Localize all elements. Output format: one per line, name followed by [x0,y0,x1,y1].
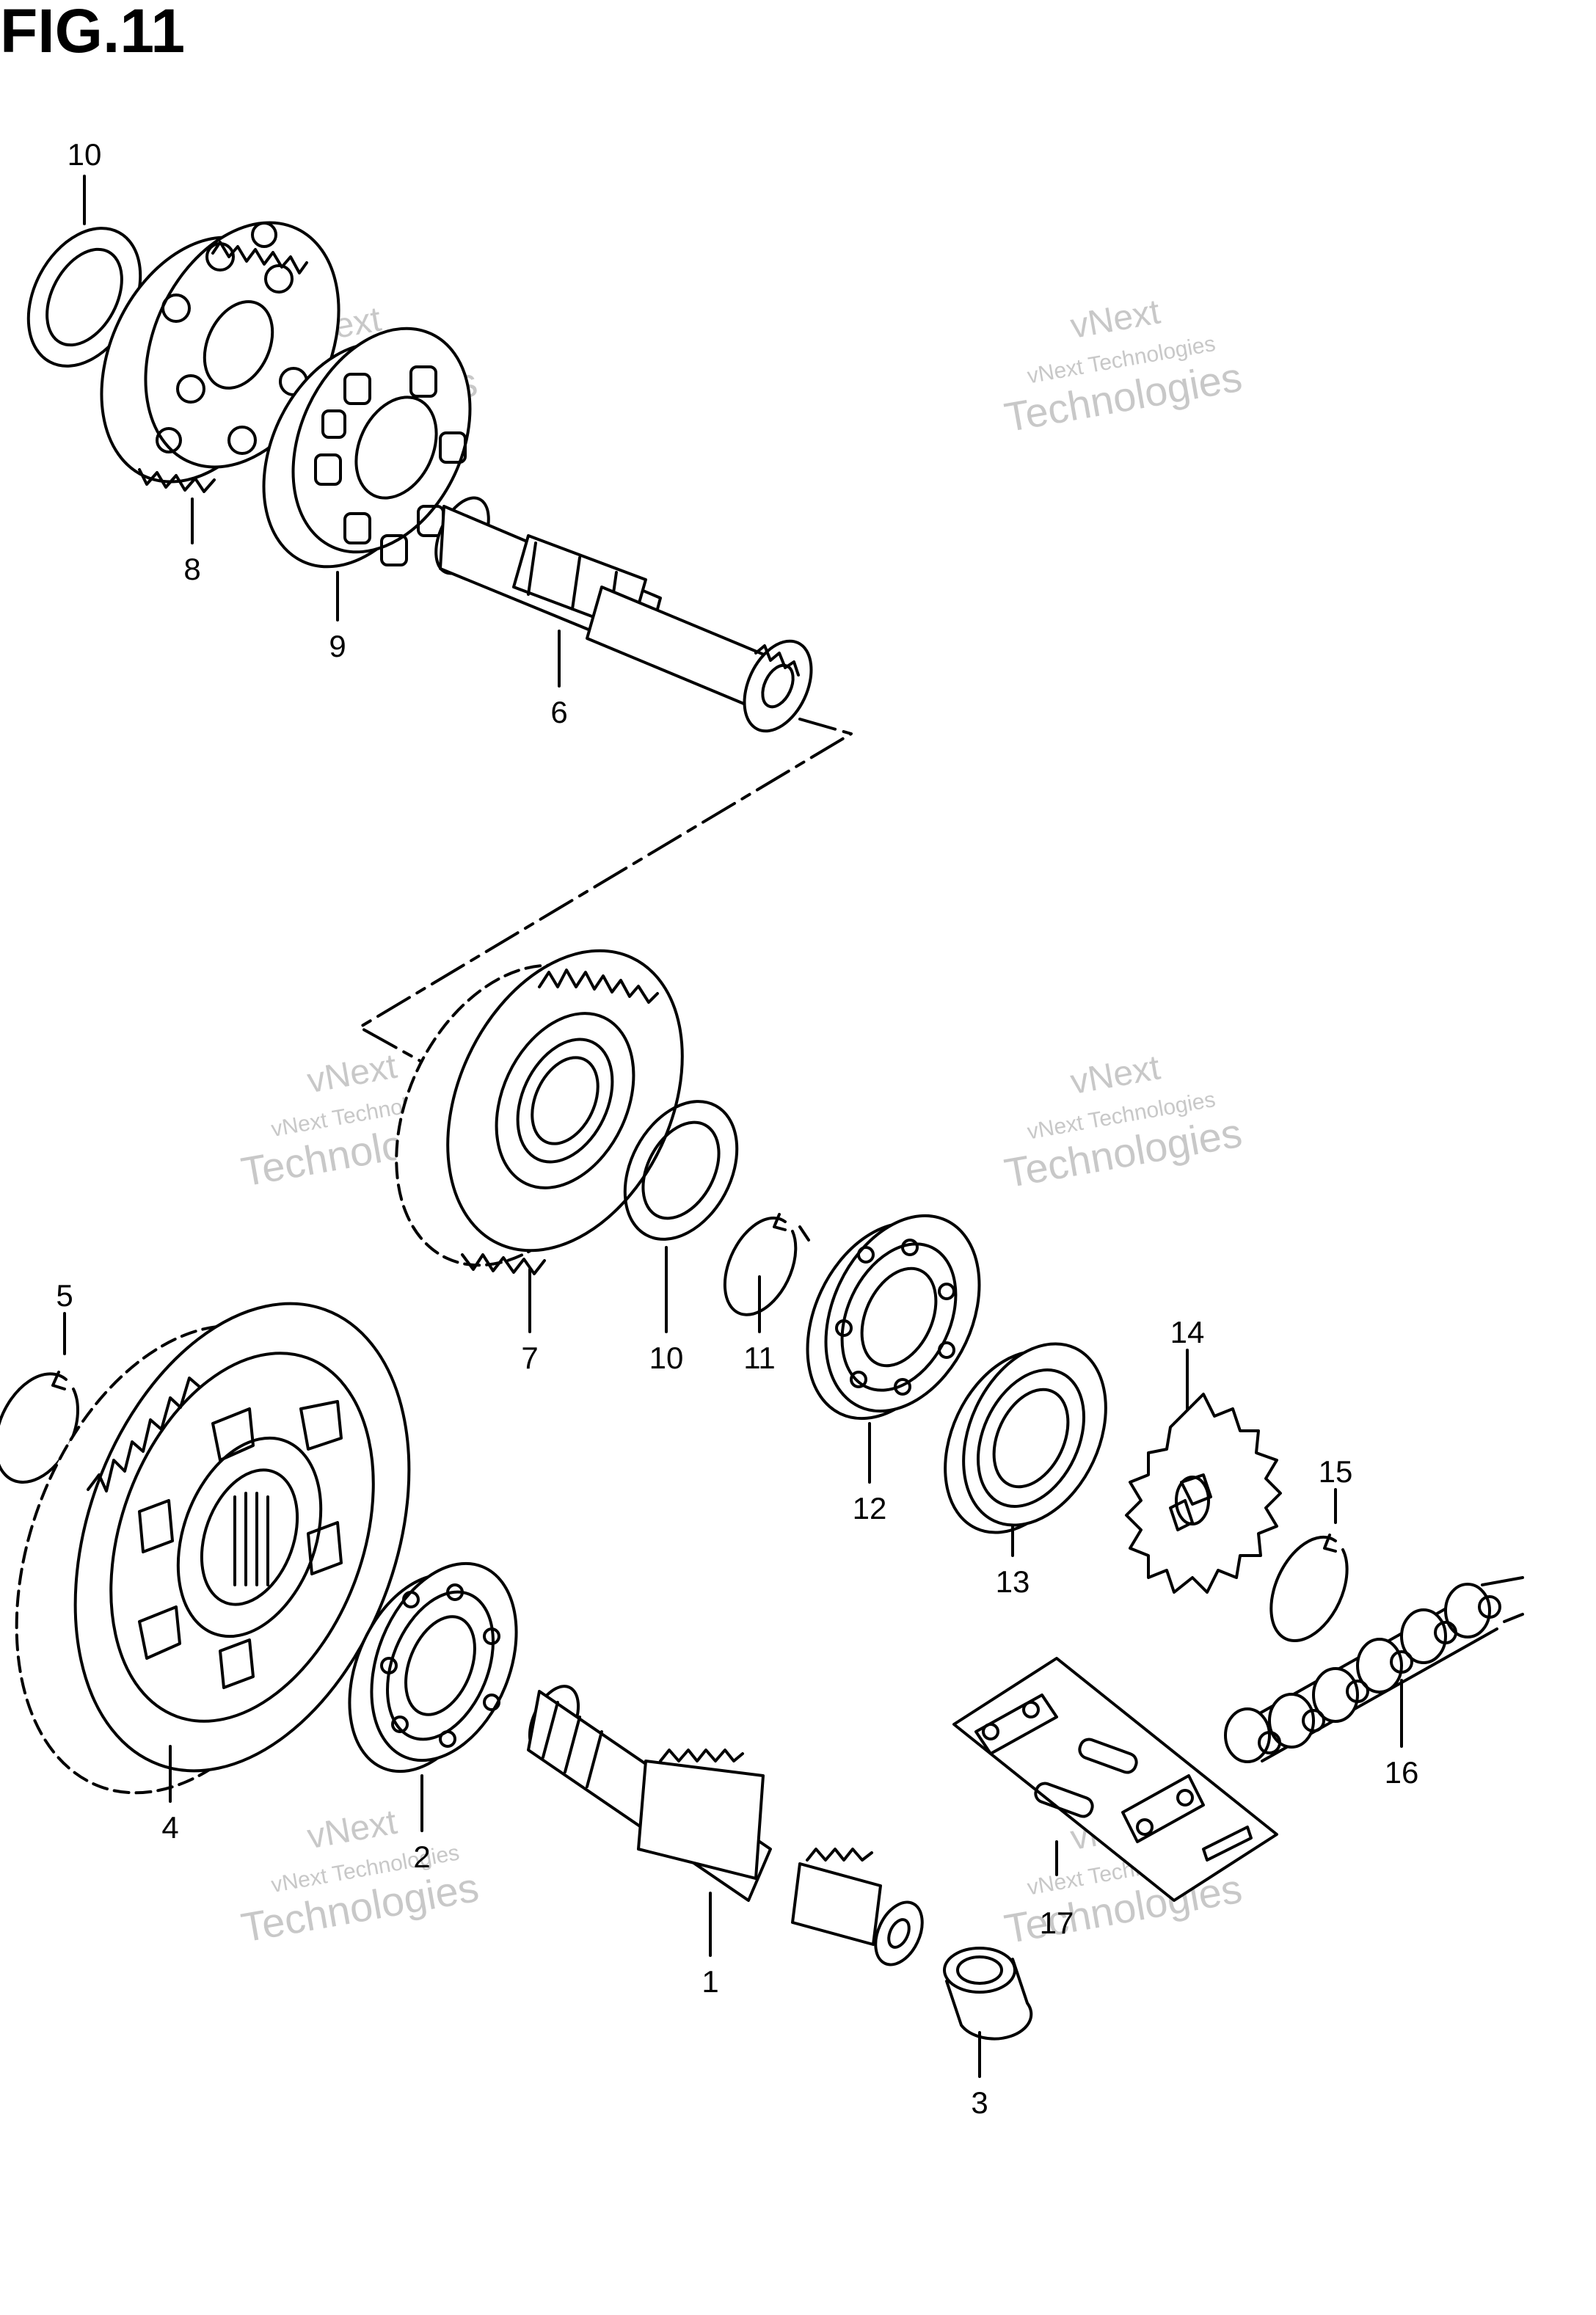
figure-title: FIG.11 [0,0,186,65]
driven-gear-part-4 [15,1302,411,1795]
callout-label: 16 [1385,1755,1419,1790]
callout-label: 2 [413,1840,430,1874]
svg-text:vNext: vNext [1068,293,1163,347]
watermark-mid-right: vNext vNext Technologies Technologies [1001,1049,1245,1197]
callout-label: 6 [550,695,567,729]
chain-part-16 [1224,1576,1524,1763]
sprocket-part-14 [1125,1393,1282,1594]
roller-hub-part-9 [262,327,472,569]
bushing-part-3 [943,1947,1033,2041]
callout-labels: 10 8 9 6 7 10 11 12 13 14 15 5 4 2 1 16 … [56,137,1418,2120]
watermark-bottom-left: vNext vNext Technologies Technologies [238,1803,482,1951]
callout-label: 8 [183,552,200,586]
watermark-top-right: vNext vNext Technologies Technologies [1001,293,1245,441]
callout-label: 14 [1170,1315,1205,1349]
svg-text:vNext: vNext [305,1803,400,1857]
leader-lines [63,175,1403,2078]
oil-seal-part-13 [944,1342,1107,1534]
callout-label: 13 [996,1564,1030,1599]
callout-label: 10 [649,1341,684,1375]
svg-text:vNext: vNext [305,1047,400,1101]
callout-label: 1 [702,1964,718,1999]
countershaft-part-1 [527,1685,924,1966]
callout-label: 17 [1040,1906,1074,1940]
circlip-part-11 [723,1213,810,1316]
bearing-part-2 [348,1561,518,1773]
callout-label: 7 [521,1341,538,1375]
master-link-part-17 [952,1657,1278,1902]
callout-label: 9 [329,629,346,663]
callout-label: 12 [853,1491,887,1525]
callout-label: 5 [56,1278,73,1313]
callout-label: 15 [1319,1454,1353,1489]
svg-text:vNext: vNext [1068,1049,1163,1103]
circlip-part-15 [1269,1534,1349,1642]
washer-part-10-middle [623,1100,739,1241]
callout-label: 3 [971,2085,988,2120]
shaft-part-6 [358,496,853,1065]
callout-label: 11 [743,1341,776,1375]
clutch-drum-part-7 [395,949,684,1275]
callout-label: 4 [161,1810,178,1845]
bearing-part-12 [806,1214,981,1421]
callout-label: 10 [68,137,102,172]
